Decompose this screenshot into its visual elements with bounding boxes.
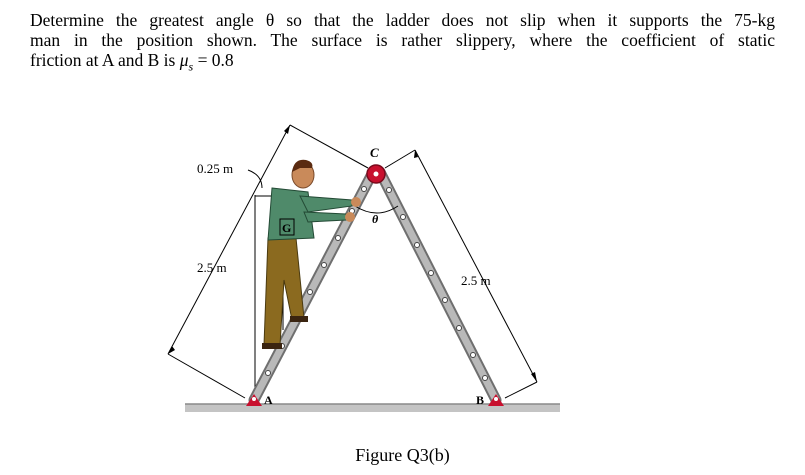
dim-right-line [414,149,538,383]
man-shoe-left [262,343,282,349]
man-pants [263,237,305,346]
man-arm-lower [303,211,347,223]
label-dim-left: 2.5 m [197,260,227,275]
mu-symbol: μ [179,50,189,70]
arrowhead [284,125,290,134]
label-dim-offset: 0.25 m [197,161,233,176]
figure-caption: Figure Q3(b) [355,445,450,465]
arrowhead [531,372,537,382]
man-hand-upper [351,197,361,207]
label-c: C [370,145,379,160]
arrowhead [168,346,175,354]
label-g: G [282,221,291,235]
pin-c [366,164,386,184]
problem-line-1: Determine the greatest angle θ so that t… [30,10,775,30]
dim-right-ext-top [384,149,416,169]
problem-line-2: man in the position shown. The surface i… [30,30,775,50]
g-marker-box [279,218,295,236]
man-hair [292,159,313,172]
dim-offset-leader [247,169,263,189]
man-shoe-right [290,316,308,322]
problem-line-3-prefix: friction at A and B is [30,50,180,70]
problem-statement: Determine the greatest angle θ so that t… [30,10,775,77]
support-a [246,394,262,406]
mu-subscript: s [188,59,194,74]
man-figure [262,159,361,349]
dimension-lines [167,124,538,399]
dim-left-ext-top [289,124,369,169]
dim-left-line [167,124,291,355]
label-b: B [476,393,484,407]
dim-left-ext-bottom [167,353,246,399]
theta-arc [354,205,399,214]
man-hand-lower [345,212,355,222]
label-theta: θ [372,212,379,226]
arrowhead [414,150,418,158]
problem-line-3-suffix: = 0.8 [193,50,234,70]
ladder-right-leg [374,166,502,406]
ground-surface [185,404,560,412]
label-dim-right: 2.5 m [461,273,491,288]
dim-right-ext-bottom [504,381,538,399]
problem-line-3: friction at A and B is μs = 0.8 [30,50,775,77]
man-arm-upper [299,195,353,213]
support-b [488,394,504,406]
label-a: A [264,393,273,407]
